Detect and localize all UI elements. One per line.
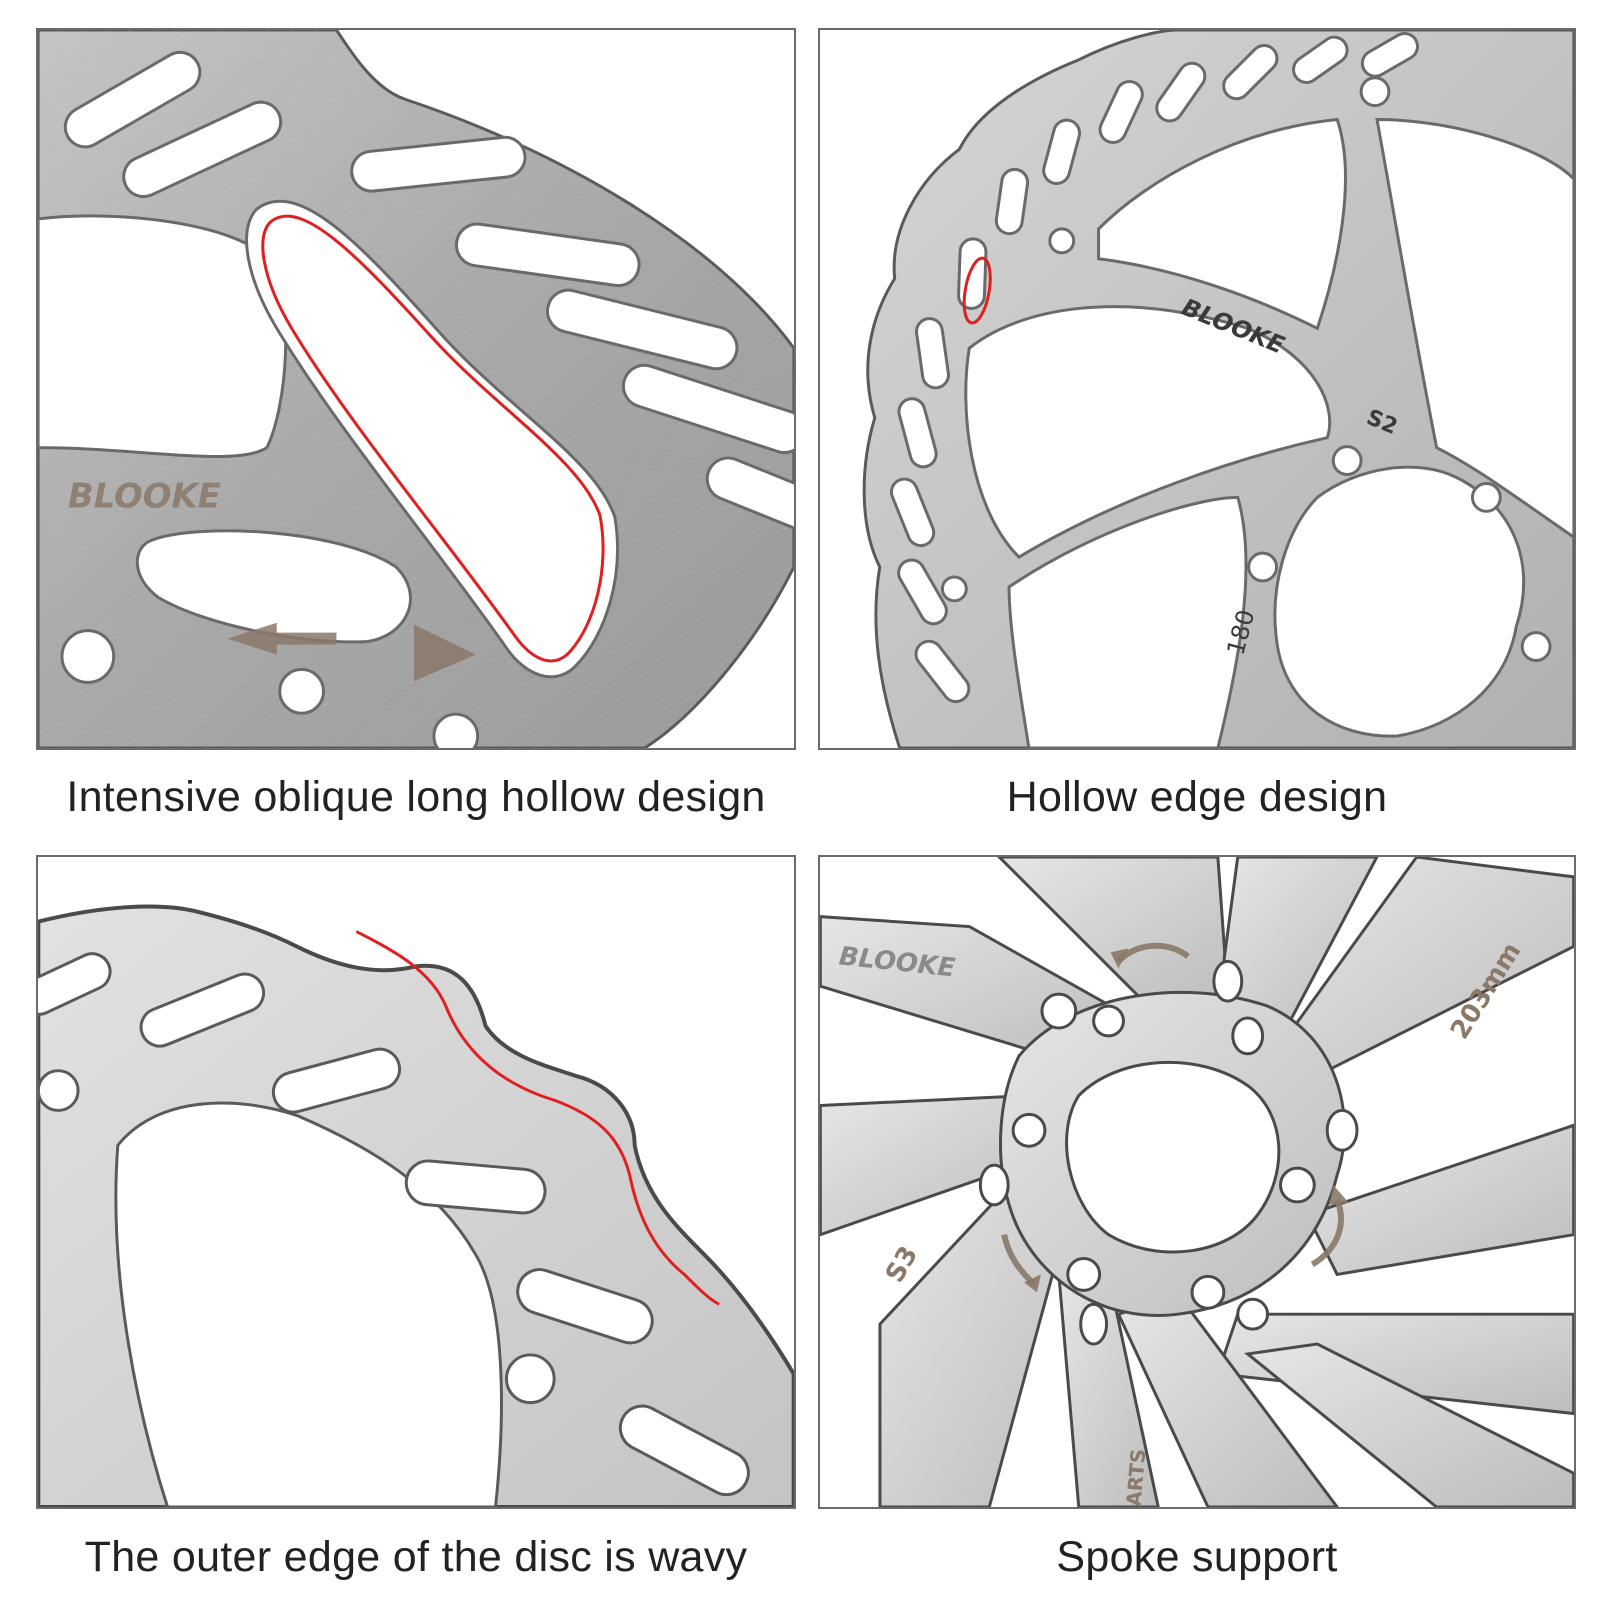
disc-edge-closeup-3: [38, 904, 794, 1507]
panel-wavy-edge: [36, 855, 796, 1509]
caption-spoke-support: Spoke support: [1056, 1533, 1338, 1581]
highlight-outline: [962, 256, 992, 325]
panel-spoke-support: BLOOKE 203mm S3 ARTS: [818, 855, 1576, 1509]
caption-hollow-edge: Hollow edge design: [1006, 773, 1388, 821]
disc-closeup-1: BLOOKE: [38, 30, 794, 748]
panel-oblique-hollow: BLOOKE: [36, 28, 796, 750]
rotation-arrow-icon: [227, 622, 476, 682]
highlight-outline: [261, 214, 605, 663]
caption-oblique-hollow: Intensive oblique long hollow design: [66, 773, 766, 821]
disc-hub-closeup-4: BLOOKE 203mm S3 ARTS: [820, 857, 1574, 1507]
disc-full-view-2: BLOOKE S2 180: [862, 30, 1574, 748]
engraved-brand: BLOOKE: [68, 476, 221, 515]
caption-wavy-edge: The outer edge of the disc is wavy: [84, 1533, 748, 1581]
panel-hollow-edge: BLOOKE S2 180: [818, 28, 1576, 750]
highlight-wave-line: [355, 930, 720, 1306]
engraved-extra: ARTS: [1122, 1448, 1150, 1507]
engraved-model: S3: [880, 1241, 924, 1288]
